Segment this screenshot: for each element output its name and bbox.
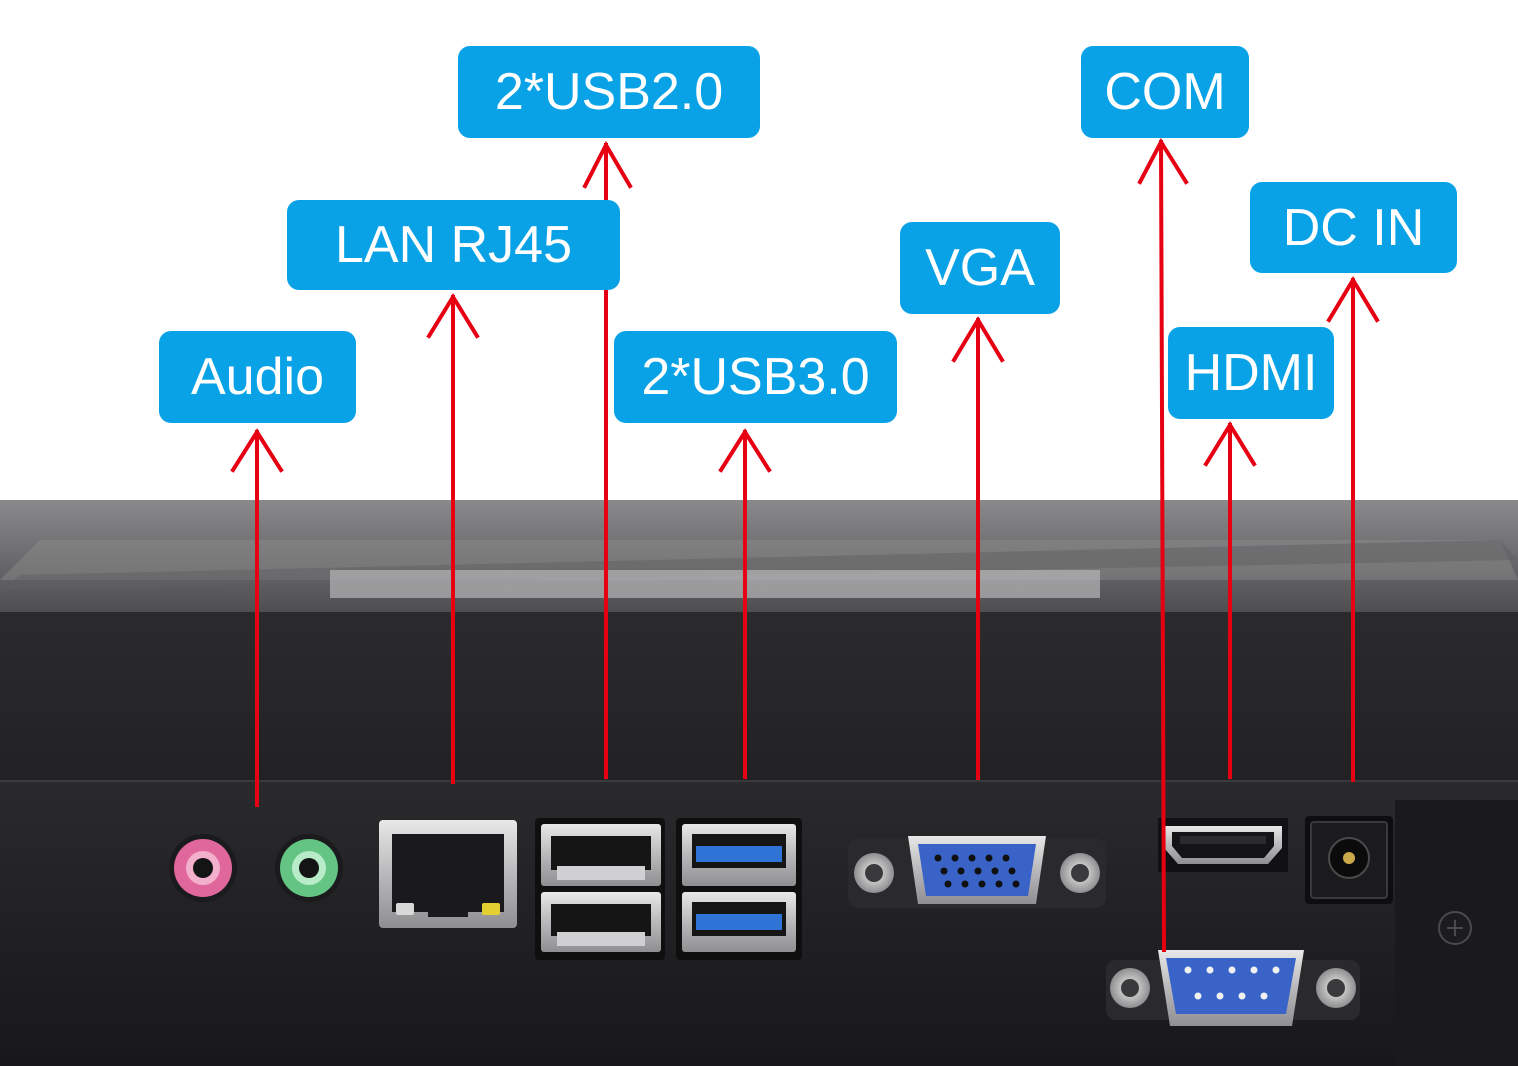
label-usb20: 2*USB2.0 (458, 46, 760, 138)
arrow-lan (426, 293, 480, 784)
label-com: COM (1081, 46, 1249, 138)
lan-port-icon (379, 820, 517, 928)
label-vga: VGA (900, 222, 1060, 314)
arrow-usb30 (718, 428, 772, 779)
hdmi-port-icon (1158, 818, 1288, 872)
label-lan-rj45: LAN RJ45 (287, 200, 620, 290)
label-audio: Audio (159, 331, 356, 423)
arrow-dc-in (1326, 276, 1380, 782)
arrow-com (1137, 137, 1189, 953)
dc-in-port-icon (1305, 816, 1393, 904)
arrow-audio (230, 428, 284, 807)
arrow-hdmi (1203, 421, 1257, 779)
com-port-icon (1106, 950, 1360, 1026)
label-hdmi: HDMI (1168, 327, 1334, 419)
arrow-vga (951, 316, 1005, 780)
vga-port-icon (848, 836, 1106, 908)
audio-port-icon (169, 834, 343, 902)
screw-icon (1438, 911, 1472, 945)
label-usb30: 2*USB3.0 (614, 331, 897, 423)
usb20-port-icon (535, 818, 665, 960)
usb30-port-icon (676, 818, 802, 960)
label-dc-in: DC IN (1250, 182, 1457, 273)
